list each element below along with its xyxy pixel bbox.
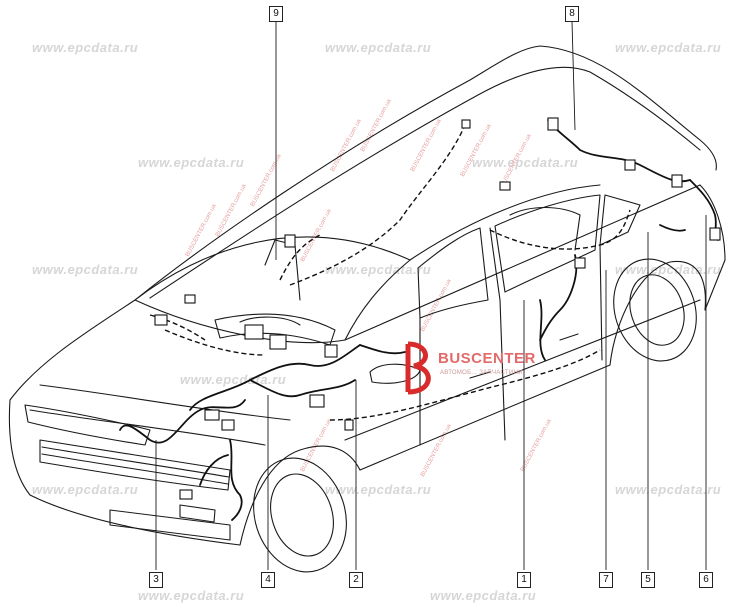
windshield-edge	[409, 184, 601, 261]
harness-rear-light	[659, 224, 686, 232]
rear-end	[699, 184, 726, 311]
connector	[499, 181, 511, 191]
watermark-site: www.epcdata.ru	[472, 155, 579, 170]
connector	[244, 324, 264, 340]
rear-window	[494, 194, 601, 293]
hood-edge	[29, 409, 266, 446]
connector	[284, 234, 296, 248]
watermark-site: www.epcdata.ru	[615, 40, 722, 55]
watermark-site: www.epcdata.ru	[32, 482, 139, 497]
connector	[179, 489, 193, 500]
door-handle	[469, 371, 491, 379]
callout-8: 8	[565, 6, 579, 22]
callout-6: 6	[699, 572, 713, 588]
harness-roof	[547, 119, 691, 183]
side-crease	[344, 299, 701, 441]
callout-4: 4	[261, 572, 275, 588]
connector	[184, 294, 196, 304]
callout-2: 2	[349, 572, 363, 588]
callout-9: 9	[269, 6, 283, 22]
watermark-site: www.epcdata.ru	[430, 588, 537, 603]
harness-floor-dashed	[329, 349, 601, 421]
watermark-site: www.epcdata.ru	[615, 262, 722, 277]
connector	[574, 257, 586, 269]
harness-to-door	[359, 344, 406, 355]
front-wheel-rim	[270, 473, 334, 557]
connector	[344, 419, 354, 431]
callout-7: 7	[599, 572, 613, 588]
steering-wheel	[239, 316, 301, 326]
harness-engine	[189, 344, 361, 411]
rear-fender	[609, 260, 706, 366]
connector	[709, 227, 721, 241]
watermark-site: www.epcdata.ru	[325, 482, 432, 497]
front-window	[417, 227, 489, 319]
rear-wheel	[613, 258, 697, 362]
seat-front	[264, 239, 301, 301]
harness-b-pillar	[539, 254, 578, 341]
watermark-brand-subtitle: АВТОМОБ... ЗАПЧАСТИНИ	[440, 370, 523, 376]
hood-center	[39, 384, 291, 421]
door-line-rear	[599, 244, 603, 361]
headlight	[24, 404, 151, 446]
leader-line-8	[571, 20, 576, 131]
connector	[324, 344, 338, 358]
harness-dash-dashed	[164, 329, 266, 356]
harness-door-front	[539, 299, 546, 361]
connector	[204, 409, 220, 421]
connector	[309, 394, 325, 408]
harness-roof-dashed	[279, 234, 321, 281]
connector	[461, 119, 471, 129]
side-sill	[359, 364, 611, 471]
b-pillar	[489, 227, 506, 441]
connector	[154, 314, 168, 326]
connector	[221, 419, 235, 431]
harness-main	[249, 379, 356, 398]
watermark-site: www.epcdata.ru	[138, 155, 245, 170]
watermark-site: www.epcdata.ru	[325, 40, 432, 55]
connector	[547, 117, 559, 131]
callout-3: 3	[149, 572, 163, 588]
watermark-brand: BUSCENTER	[438, 350, 536, 367]
harness-roof-dashed	[289, 124, 466, 286]
buscenter-logo-icon	[405, 341, 431, 395]
front-bumper	[8, 399, 241, 546]
connector	[671, 174, 683, 188]
windshield-top	[134, 236, 411, 301]
roof-outline	[134, 45, 717, 301]
connector	[269, 334, 287, 350]
watermark-site: www.epcdata.ru	[32, 40, 139, 55]
grille-slat	[41, 446, 230, 478]
door-handle	[559, 333, 579, 341]
lower-intake	[109, 509, 231, 541]
rear-wheel-rim	[629, 274, 685, 346]
a-pillar	[344, 259, 411, 341]
callout-5: 5	[641, 572, 655, 588]
watermark-site: www.epcdata.ru	[32, 262, 139, 277]
fog-light	[179, 504, 216, 523]
connector	[624, 159, 636, 171]
watermark-site: www.epcdata.ru	[138, 588, 245, 603]
harness-rear-dashed	[489, 209, 631, 250]
roof-inner-line	[149, 66, 701, 299]
watermark-site: www.epcdata.ru	[325, 262, 432, 277]
harness-battery	[199, 454, 229, 486]
hood-outline	[9, 299, 346, 401]
watermark-site: www.epcdata.ru	[615, 482, 722, 497]
front-wheel	[253, 457, 347, 573]
callout-1: 1	[517, 572, 531, 588]
harness-front-left	[119, 399, 246, 444]
rear-seat	[509, 207, 581, 251]
front-fender	[239, 445, 361, 546]
grille-slat	[41, 453, 229, 485]
harness-engine-down	[229, 439, 243, 521]
grille	[39, 439, 231, 491]
side-upper	[344, 184, 701, 341]
